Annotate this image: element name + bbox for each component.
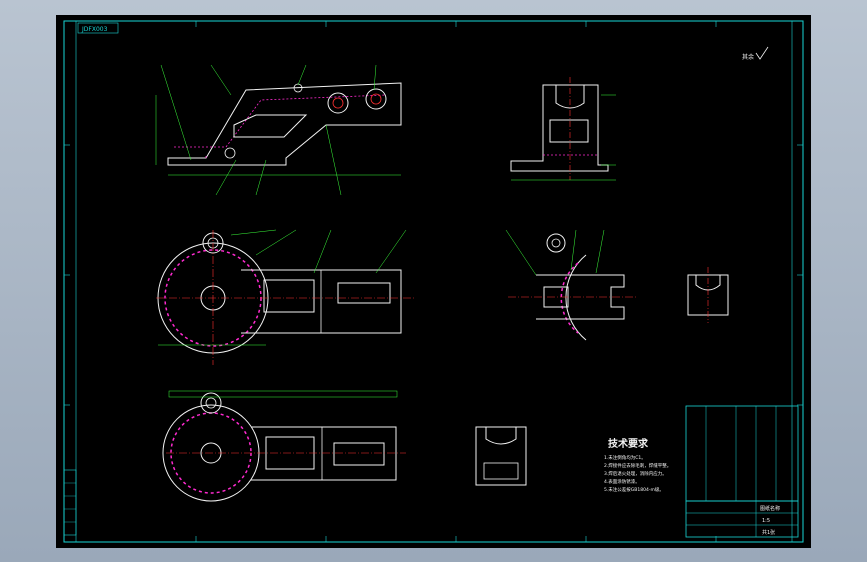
inner-frame <box>75 20 793 543</box>
front-elevation-view <box>510 77 616 181</box>
plan-view <box>156 229 416 365</box>
title-block: 图纸名称 1:5 共1张 <box>685 500 799 538</box>
lower-section-view <box>475 426 527 486</box>
tech-req-line-3: 3.焊后退火处理，消除内应力。 <box>604 470 667 477</box>
corner-stamp: JDFX003 <box>81 26 108 33</box>
roughness-symbol <box>755 46 769 60</box>
zone-ticks <box>64 21 803 542</box>
tech-req-line-4: 4.表面涂防锈漆。 <box>604 478 640 485</box>
cad-sheet: JDFX003 其余 <box>63 20 804 543</box>
tech-req-line-2: 2.焊接件应去除毛刺，焊缝平整。 <box>604 462 671 469</box>
technical-requirements: 技术要求 1.未注倒角均为C1。 2.焊接件应去除毛刺，焊缝平整。 3.焊后退火… <box>604 437 671 493</box>
outer-frame <box>63 20 804 543</box>
cad-drawing-viewport[interactable]: JDFX003 其余 <box>56 15 811 548</box>
tech-req-line-1: 1.未注倒角均为C1。 <box>604 454 646 461</box>
title-block-label: 图纸名称 <box>760 505 780 512</box>
tech-req-line-5: 5.未注公差按GB1804-m级。 <box>604 486 664 493</box>
corner-stamp-box <box>77 22 119 34</box>
roughness-note: 其余 <box>742 53 754 61</box>
bottom-plan-view <box>162 390 406 502</box>
side-stamp-table <box>63 469 77 536</box>
side-elevation-view <box>155 64 402 196</box>
detail-view <box>687 267 729 323</box>
tech-req-title: 技术要求 <box>608 437 649 450</box>
scale-label: 1:5 <box>762 518 770 524</box>
sheet-label: 共1张 <box>762 529 775 536</box>
parts-list <box>685 405 799 502</box>
section-view <box>505 229 636 341</box>
